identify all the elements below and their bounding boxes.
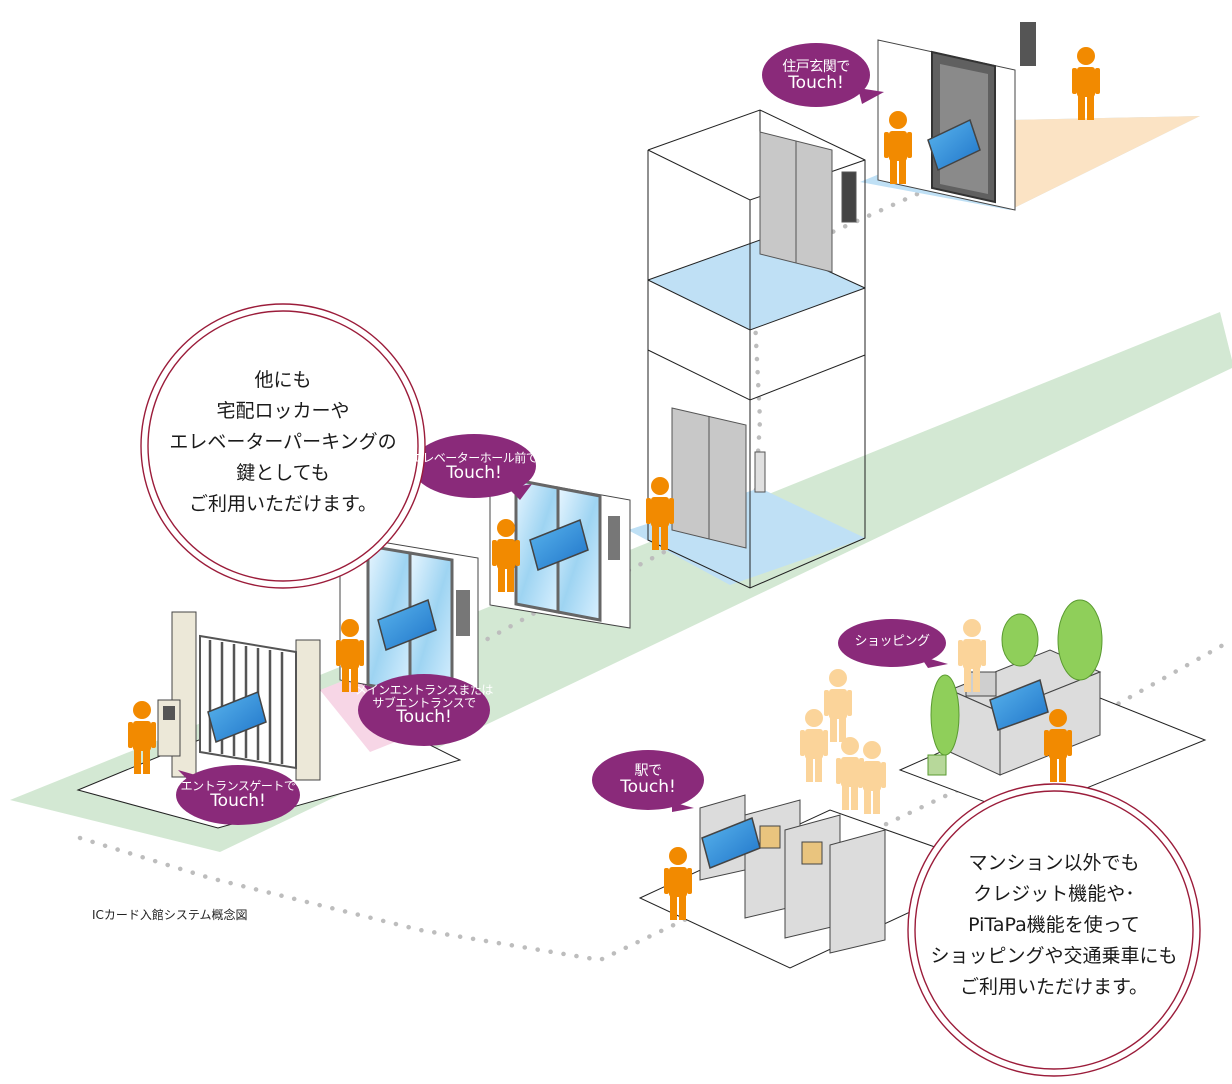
bubble-elevator-hall-touch: Touch! xyxy=(446,462,502,483)
bubble-shopping: ショッピング xyxy=(842,635,942,649)
callout-left: 他にも 宅配ロッカーや エレベーターパーキングの 鍵としても ご利用いただけます… xyxy=(143,365,423,520)
bubble-front-door-label: 住戸玄関で xyxy=(782,59,850,75)
diagram-caption: ICカード入館システム概念図 xyxy=(92,908,248,922)
bubble-main-entrance-label-2: サブエントランスで xyxy=(372,695,476,710)
card-readers xyxy=(207,118,1049,870)
callout-right-line-4: ショッピングや交通乗車にも xyxy=(930,945,1178,967)
callout-left-line-1: 他にも xyxy=(254,369,312,391)
callout-left-line-5: ご利用いただけます。 xyxy=(188,493,378,515)
bubble-station: 駅で Touch! xyxy=(598,764,698,797)
bubble-elevator-hall-label: エレベーターホール前で xyxy=(410,451,538,465)
callout-right-line-5: ご利用いただけます。 xyxy=(959,976,1149,998)
bubble-shopping-label: ショッピング xyxy=(854,634,930,649)
bubble-elevator-hall: エレベーターホール前で Touch! xyxy=(408,452,540,482)
elevator-doors xyxy=(671,131,857,549)
callout-left-line-3: エレベーターパーキングの xyxy=(169,431,397,453)
bubble-entrance-gate-label: エントランスゲートで xyxy=(180,779,296,793)
bubble-station-touch: Touch! xyxy=(620,776,676,797)
callout-right-line-3: PiTaPa機能を使って xyxy=(968,914,1140,936)
entrance-gate xyxy=(157,611,321,781)
bubble-station-label: 駅で xyxy=(634,763,663,779)
callout-right: マンション以外でも クレジット機能や･ PiTaPa機能を使って ショッピングや… xyxy=(908,848,1200,1003)
bubble-main-entrance-label-1: メインエントランスまたは xyxy=(355,683,493,697)
bubble-main-entrance: メインエントランスまたは サブエントランスで Touch! xyxy=(354,684,494,727)
bubble-entrance-gate-touch: Touch! xyxy=(210,790,266,811)
bubble-entrance-gate: エントランスゲートで Touch! xyxy=(178,780,298,810)
callout-left-line-2: 宅配ロッカーや xyxy=(216,400,350,422)
bubble-main-entrance-touch: Touch! xyxy=(396,707,452,728)
callout-circles xyxy=(140,303,1201,1077)
speech-bubbles xyxy=(176,43,948,825)
bubble-front-door: 住戸玄関で Touch! xyxy=(766,60,866,93)
bubble-front-door-touch: Touch! xyxy=(788,72,844,93)
callout-right-line-1: マンション以外でも xyxy=(968,852,1140,874)
shop-counter xyxy=(948,649,1102,776)
callout-right-line-2: クレジット機能や･ xyxy=(973,883,1135,905)
callout-left-line-4: 鍵としても xyxy=(236,462,330,484)
plants xyxy=(927,599,1103,776)
